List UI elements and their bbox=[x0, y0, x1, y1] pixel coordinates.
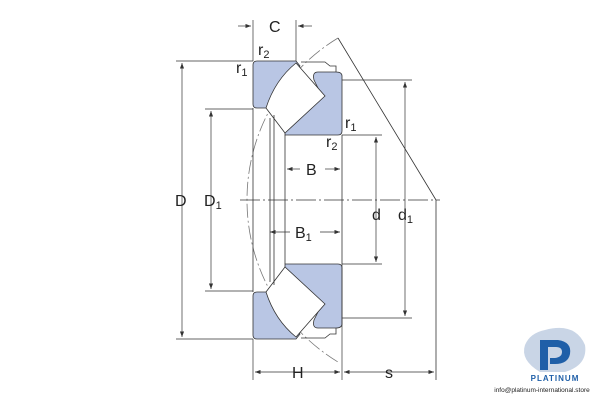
label-r2-top: r2 bbox=[258, 42, 269, 61]
logo-name: PLATINUM bbox=[530, 374, 580, 383]
label-d1: d1 bbox=[398, 207, 413, 226]
label-r1-right: r1 bbox=[345, 115, 356, 134]
label-B: B bbox=[306, 162, 317, 179]
label-r1-top: r1 bbox=[236, 60, 247, 79]
label-d: d bbox=[372, 207, 381, 224]
label-B1: B1 bbox=[295, 225, 312, 244]
label-r2-right: r2 bbox=[326, 134, 337, 153]
label-D1: D1 bbox=[204, 193, 222, 212]
logo-email: info@platinum-international.store bbox=[494, 387, 590, 394]
rollers bbox=[265, 62, 326, 338]
label-s: s bbox=[385, 365, 393, 382]
label-D: D bbox=[175, 193, 187, 210]
cage bbox=[252, 61, 343, 339]
label-H: H bbox=[292, 365, 304, 382]
platinum-logo-icon bbox=[524, 327, 586, 372]
label-C: C bbox=[269, 19, 281, 36]
